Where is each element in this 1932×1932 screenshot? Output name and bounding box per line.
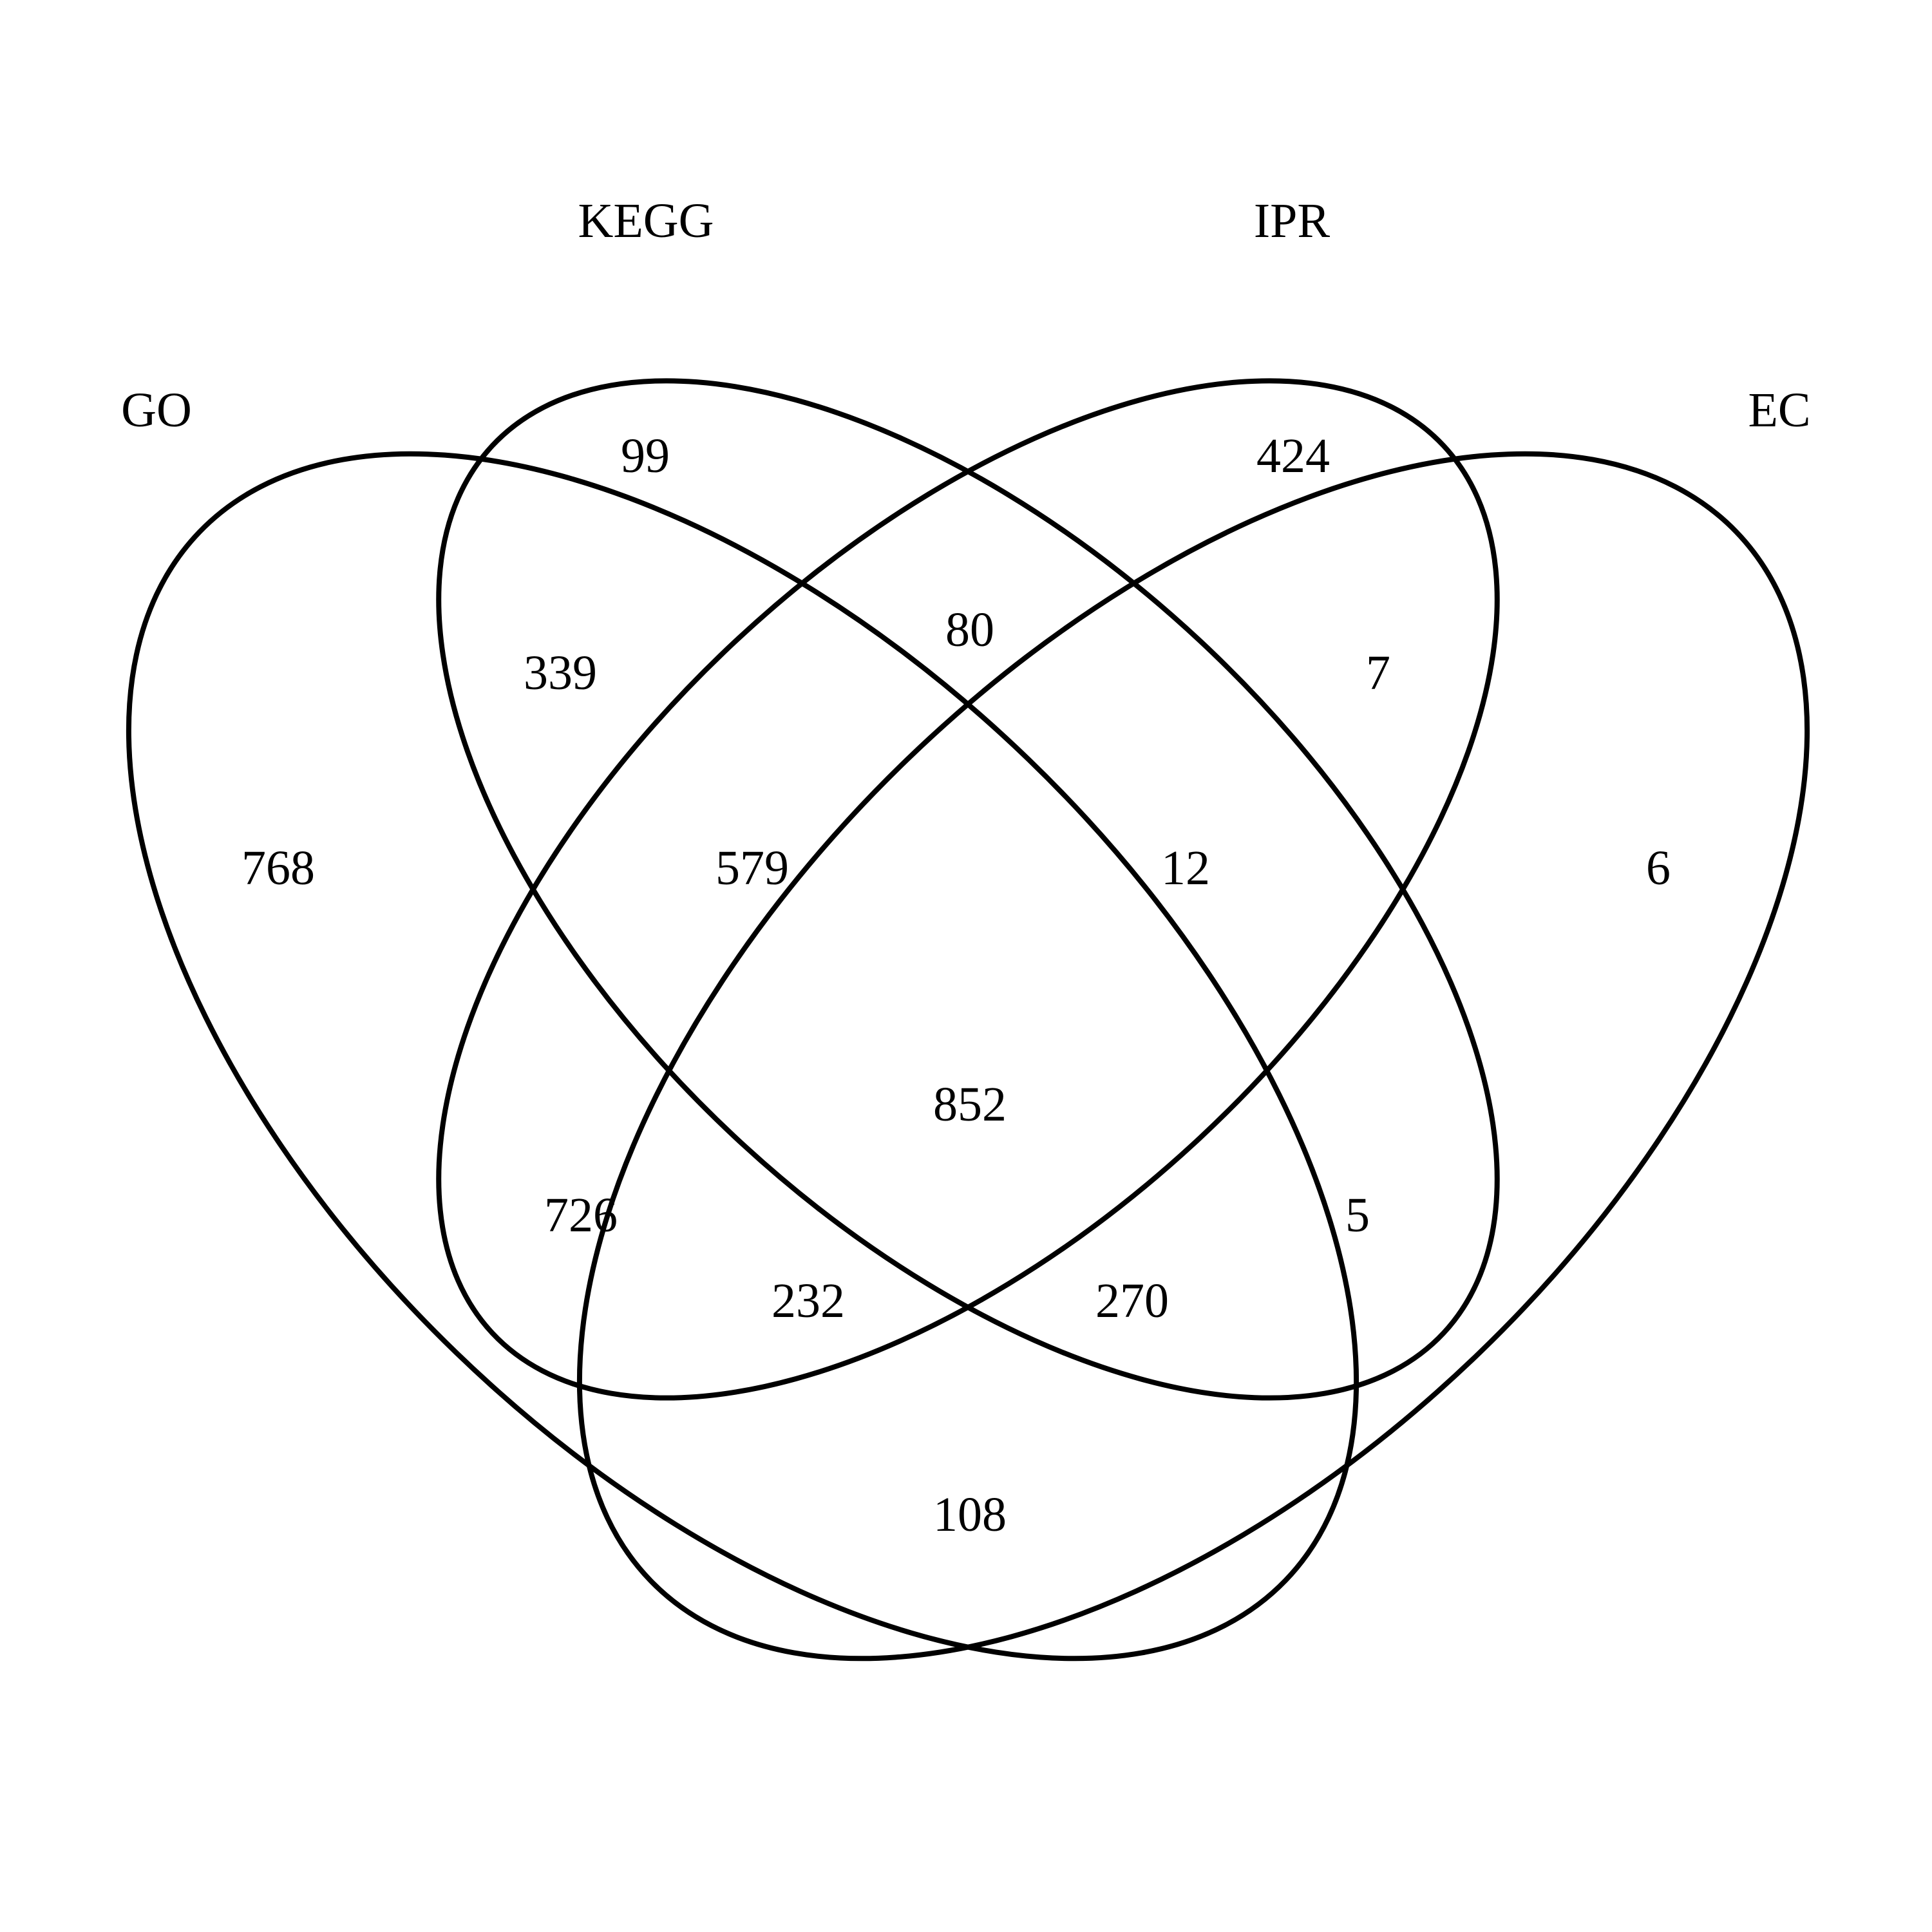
region-count-go-ec: 108 (933, 1488, 1007, 1542)
region-count-kegg-ipr: 80 (945, 603, 994, 657)
region-count-ec-only: 6 (1646, 841, 1671, 895)
region-count-kegg-ec: 5 (1345, 1188, 1370, 1242)
set-label-ipr: IPR (1254, 194, 1331, 248)
region-count-go-ipr: 726 (544, 1188, 618, 1242)
set-ipr-outline (436, 378, 1500, 1401)
region-count-go-only: 768 (242, 841, 315, 895)
set-label-ec: EC (1748, 383, 1810, 437)
region-count-go-kegg-ipr: 579 (715, 841, 789, 895)
region-count-all-four: 852 (933, 1077, 1007, 1132)
region-count-go-ipr-ec: 232 (772, 1274, 845, 1328)
set-label-kegg: KEGG (578, 194, 714, 248)
set-kegg-outline (436, 378, 1500, 1401)
region-count-go-kegg: 339 (524, 646, 597, 700)
set-label-go: GO (121, 383, 192, 437)
region-count-kegg-ipr-ec: 12 (1161, 841, 1210, 895)
region-count-ipr-ec: 7 (1366, 646, 1390, 700)
set-go-outline (126, 451, 1359, 1662)
region-count-ipr-only: 424 (1256, 429, 1330, 483)
set-ec-outline (576, 451, 1810, 1662)
region-count-kegg-only: 99 (621, 429, 670, 483)
region-count-go-kegg-ec: 270 (1095, 1274, 1169, 1328)
